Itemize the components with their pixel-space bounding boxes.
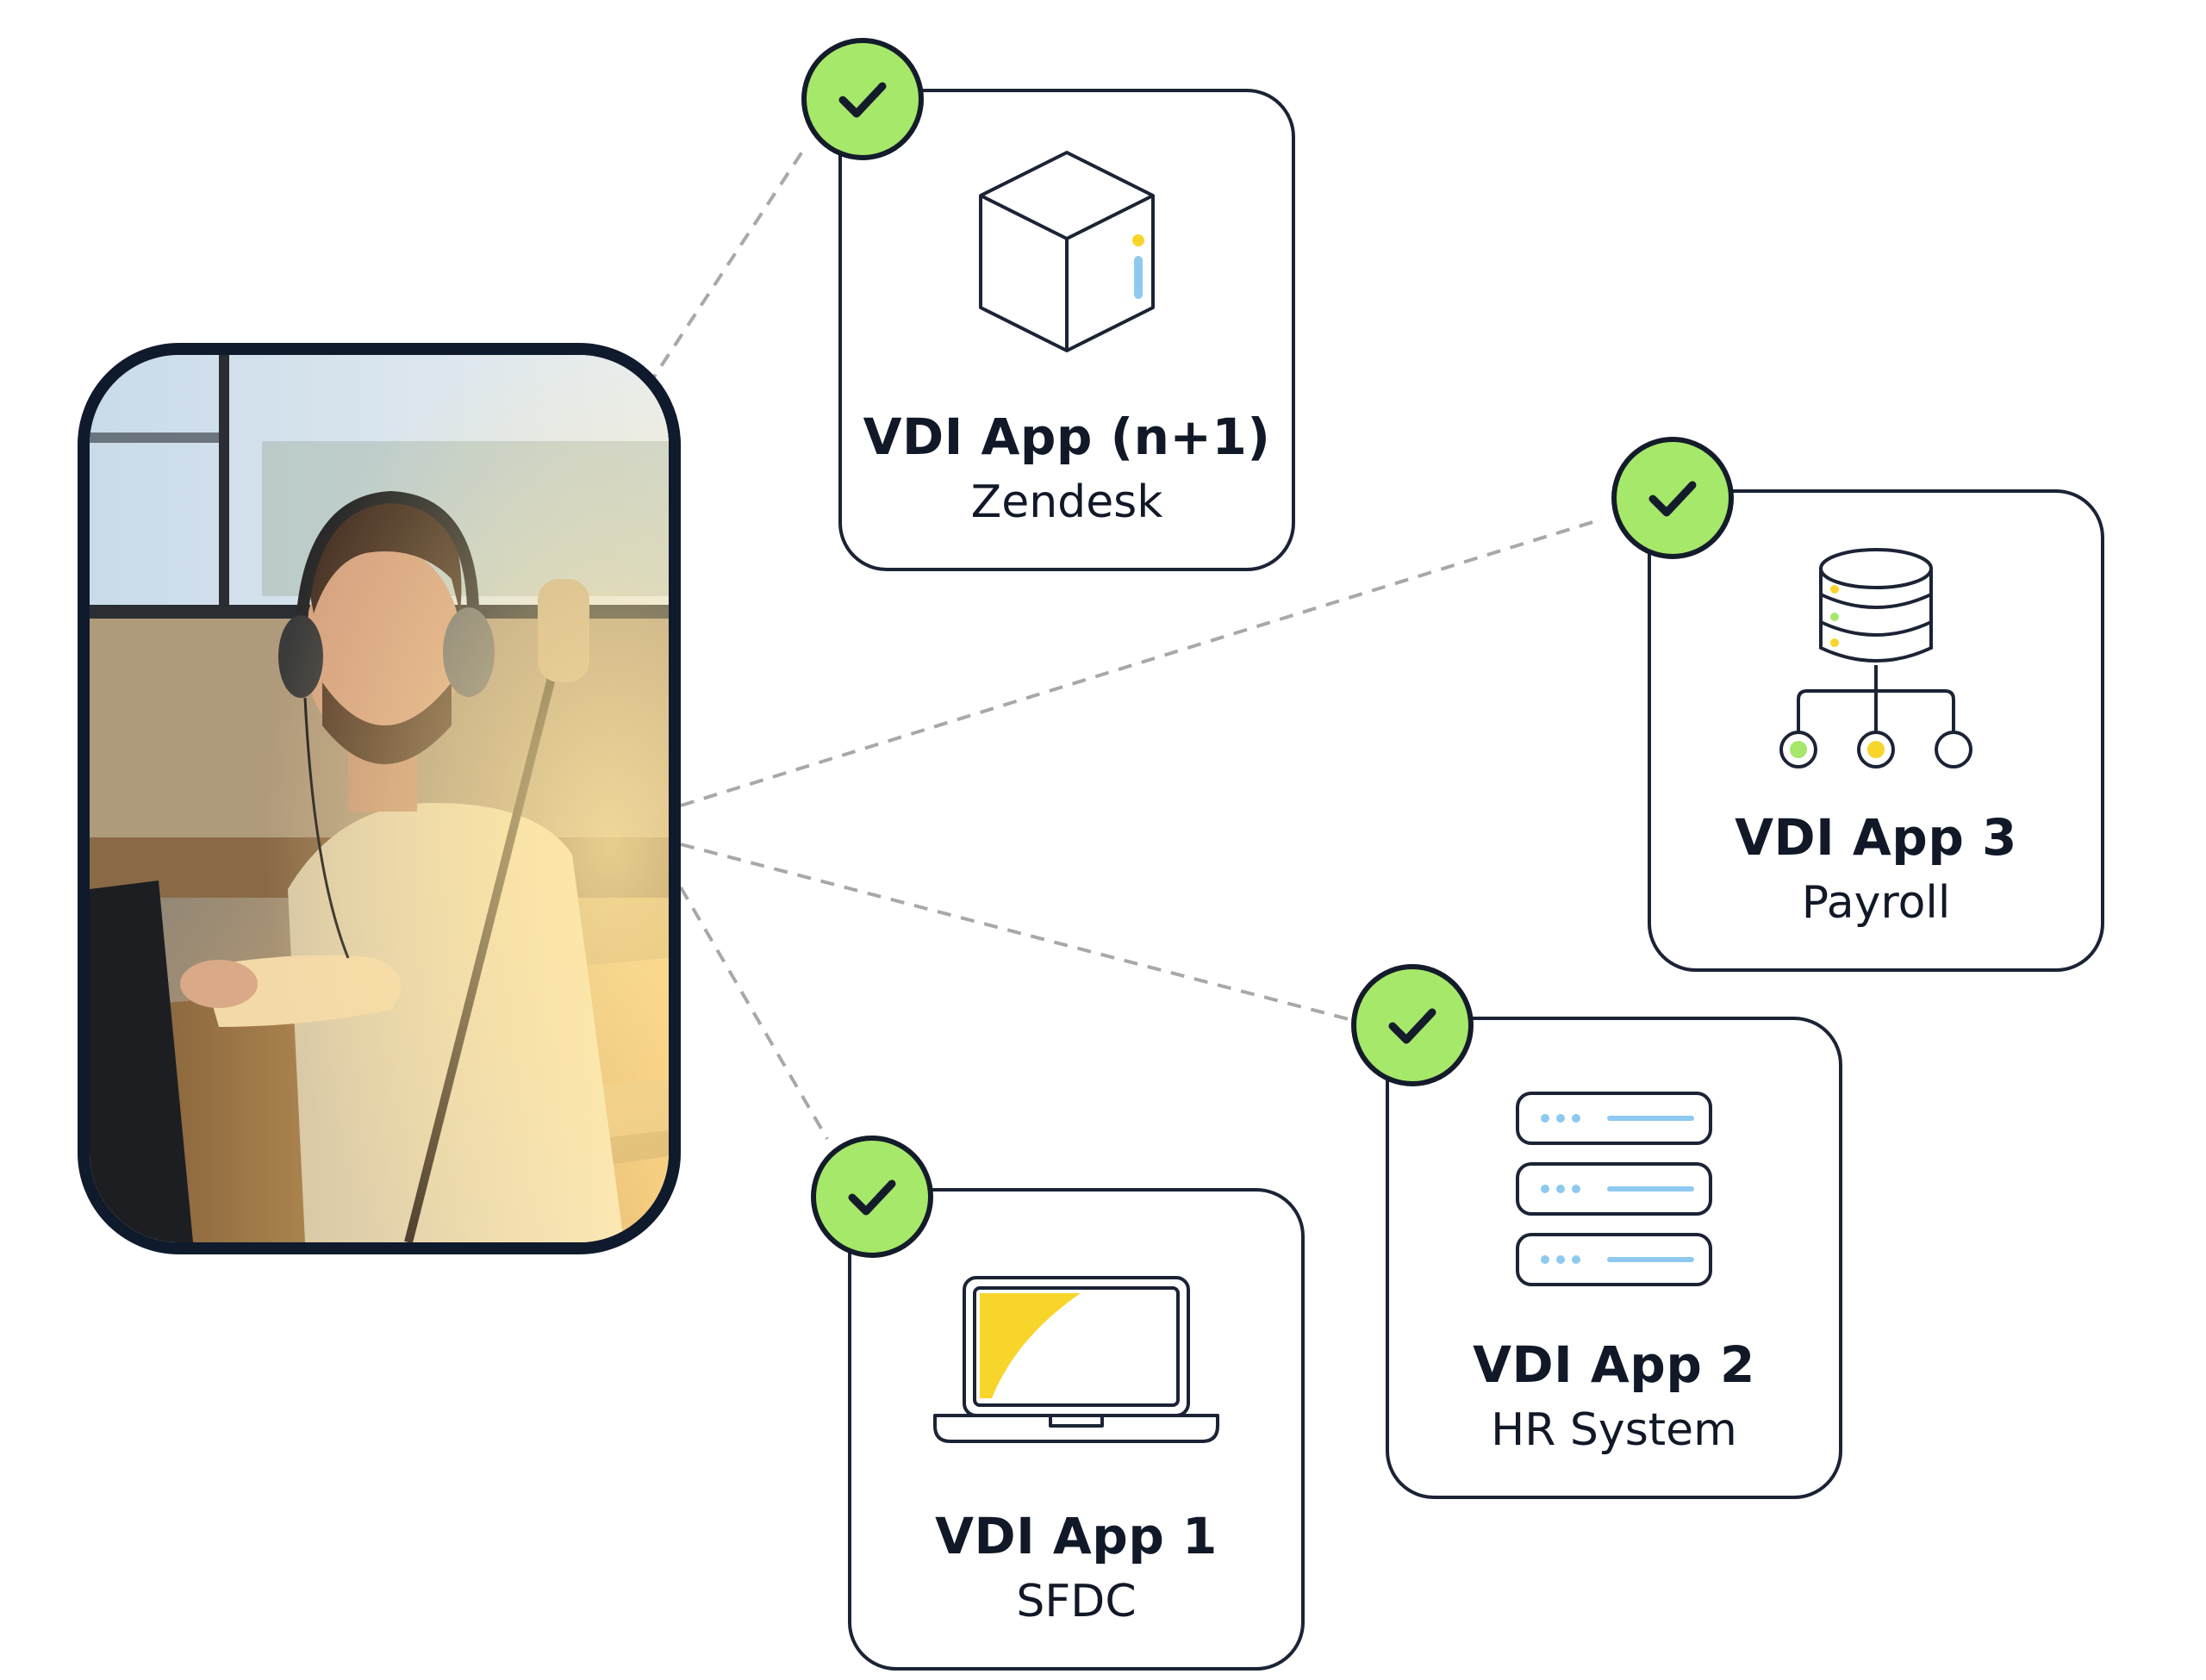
app-subtitle: SFDC — [1016, 1576, 1137, 1627]
app-title: VDI App 1 — [935, 1507, 1218, 1565]
app-card-zendesk: VDI App (n+1) Zendesk — [838, 89, 1295, 571]
laptop-icon — [930, 1269, 1223, 1459]
app-card-hr-system: VDI App 2 HR System — [1386, 1017, 1842, 1499]
connector-app-2 — [680, 843, 1349, 1021]
database-network-icon — [1773, 544, 1979, 777]
app-subtitle: Payroll — [1801, 877, 1951, 929]
check-icon — [1611, 437, 1734, 559]
connector-app-3 — [680, 518, 1602, 807]
app-subtitle: HR System — [1491, 1404, 1737, 1456]
app-title: VDI App 3 — [1735, 808, 2017, 867]
check-icon — [811, 1136, 933, 1258]
check-icon — [801, 38, 924, 160]
app-card-sfdc: VDI App 1 SFDC — [848, 1188, 1305, 1671]
app-card-payroll: VDI App 3 Payroll — [1648, 489, 2104, 972]
cube-icon — [968, 144, 1166, 368]
user-photo — [78, 343, 681, 1254]
check-icon — [1351, 964, 1474, 1086]
app-title: VDI App (n+1) — [863, 408, 1271, 466]
app-subtitle: Zendesk — [970, 476, 1163, 528]
connector-app-n1 — [646, 145, 807, 388]
server-rack-icon — [1511, 1085, 1717, 1291]
app-title: VDI App 2 — [1473, 1335, 1755, 1394]
connector-app-1 — [679, 886, 829, 1141]
